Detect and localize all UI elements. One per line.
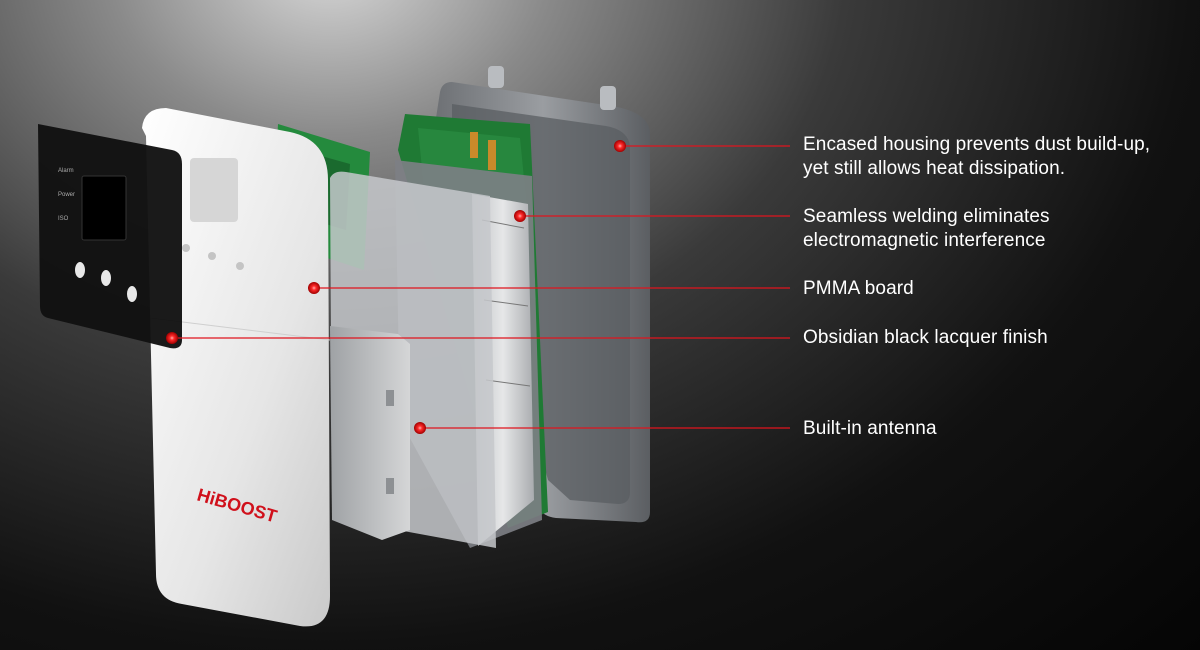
panel-button (75, 262, 85, 278)
connector-port-right (600, 86, 616, 110)
callout-pmma-line-1: PMMA board (803, 278, 914, 299)
panel-button (127, 286, 137, 302)
callout-antenna: Built-in antenna (803, 417, 937, 441)
callout-housing-line-1: Encased housing prevents dust build-up, (803, 134, 1151, 155)
display-window (190, 158, 238, 222)
callout-dots (166, 140, 626, 434)
indicator-power: Power (58, 192, 75, 198)
callout-dot-antenna (414, 422, 426, 434)
indicator-alarm: Alarm (58, 168, 74, 174)
callout-welding-line-2: electromagnetic interference (803, 230, 1046, 251)
callout-housing: Encased housing prevents dust build-up, … (803, 133, 1150, 181)
callout-lacquer-line-1: Obsidian black lacquer finish (803, 327, 1048, 348)
callout-welding-line-1: Seamless welding eliminates (803, 206, 1050, 227)
built-in-antenna (330, 326, 410, 540)
front-panel: Alarm Power ISO (38, 124, 182, 349)
panel-button (101, 270, 111, 286)
callout-lacquer: Obsidian black lacquer finish (803, 326, 1048, 350)
callout-pmma: PMMA board (803, 277, 914, 301)
callout-lines (172, 145, 790, 429)
callout-dot-pmma (308, 282, 320, 294)
callout-antenna-line-1: Built-in antenna (803, 418, 937, 439)
callout-housing-line-2: yet still allows heat dissipation. (803, 158, 1066, 179)
callout-dot-welding (514, 210, 526, 222)
connector-port-left (488, 66, 504, 88)
callout-dot-lacquer (166, 332, 178, 344)
indicator-iso: ISO (58, 216, 69, 222)
panel-screen (81, 175, 127, 241)
callout-dot-housing (614, 140, 626, 152)
callout-welding: Seamless welding eliminates electromagne… (803, 205, 1050, 253)
